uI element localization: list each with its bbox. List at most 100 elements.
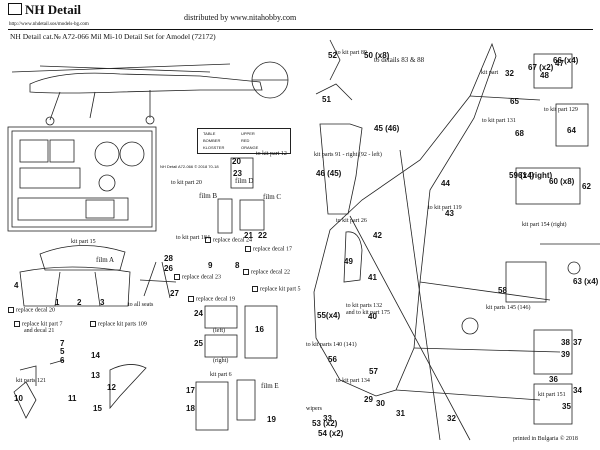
part-number: 31 bbox=[396, 409, 405, 418]
part-number: 20 bbox=[232, 157, 241, 166]
label-replace-kit-part-7: replace kit part 7 bbox=[14, 321, 62, 328]
label-to-kit-parts-132: to kit parts 132 bbox=[346, 303, 383, 309]
part-number: 61 (right) bbox=[518, 171, 553, 180]
label-to-kit-parts-140: to kit parts 140 (141) bbox=[306, 342, 357, 348]
label-replace-decal-23: replace decal 23 bbox=[174, 274, 221, 281]
part-number: 15 bbox=[93, 404, 102, 413]
part-number: 14 bbox=[91, 351, 100, 360]
part-number: 32 bbox=[447, 414, 456, 423]
label-replace-decal-19: replace decal 19 bbox=[188, 296, 235, 303]
part-number: 25 bbox=[194, 339, 203, 348]
part-number: 36 bbox=[549, 375, 558, 384]
part-number: 4 bbox=[14, 281, 19, 290]
label-to-kit-part-26: to kit part 26 bbox=[336, 218, 367, 224]
part-number: 10 bbox=[14, 394, 23, 403]
part-number: 47 bbox=[555, 59, 564, 68]
legend-item: ORANGE bbox=[241, 145, 259, 150]
part-number: 17 bbox=[186, 386, 195, 395]
label-kit-parts-91: kit parts 91 - right (92 - left) bbox=[314, 152, 382, 158]
part-number: 27 bbox=[170, 289, 179, 298]
label-to-kit-part-20: to kit part 20 bbox=[171, 180, 202, 186]
part-number: 24 bbox=[194, 309, 203, 318]
part-number: 59 (x4) bbox=[509, 171, 535, 180]
part-number: 49 bbox=[344, 257, 353, 266]
part-number: 2 bbox=[77, 298, 82, 307]
label-to-kit-part-12: to kit part 12 bbox=[256, 151, 287, 157]
part-number: 16 bbox=[255, 325, 264, 334]
label-replace-decal-20: replace decal 20 bbox=[8, 307, 55, 314]
part-number: 39 bbox=[561, 350, 570, 359]
part-number: 52 bbox=[328, 51, 337, 60]
part-number: 46 (45) bbox=[316, 169, 342, 178]
header-rule bbox=[8, 29, 593, 30]
part-number: 3 bbox=[100, 298, 105, 307]
label-kit-part-6: kit part 6 bbox=[210, 372, 232, 378]
part-number: 40 bbox=[368, 312, 377, 321]
label-film-e: film E bbox=[261, 382, 279, 390]
part-number: 9 bbox=[208, 261, 213, 270]
label-to-details: to details 83 & 88 bbox=[374, 56, 425, 64]
part-number: 48 bbox=[540, 71, 549, 80]
label-kit-part-15: kit part 15 bbox=[71, 239, 96, 245]
label-left: (left) bbox=[213, 328, 225, 334]
logo-mark-icon bbox=[8, 3, 22, 15]
part-number: 35 bbox=[562, 402, 571, 411]
label-to-kit-part-89: to kit part 89 bbox=[336, 50, 367, 56]
part-number: 57 bbox=[369, 367, 378, 376]
part-number: 65 bbox=[510, 97, 519, 106]
legend-item: BOMBER bbox=[203, 138, 221, 143]
label-right: (right) bbox=[213, 358, 229, 364]
part-number: 38 bbox=[561, 338, 570, 347]
label-to-kit-part-184: to kit part 184 bbox=[176, 235, 210, 241]
legend-item: RED bbox=[241, 138, 250, 143]
part-number: 63 (x4) bbox=[573, 277, 599, 286]
part-number: 66 (x4) bbox=[553, 56, 579, 65]
label-to-kit-part-131: to kit part 131 bbox=[482, 118, 516, 124]
part-number: 34 bbox=[573, 386, 582, 395]
label-to-kit-part-134: to kit part 134 bbox=[336, 378, 370, 384]
part-number: 64 bbox=[567, 126, 576, 135]
brand-logo: NH Detail bbox=[8, 2, 81, 18]
part-number: 13 bbox=[91, 371, 100, 380]
label-kit-parts-145: kit parts 145 (146) bbox=[486, 305, 531, 311]
part-number: 33 bbox=[323, 414, 332, 423]
label-kit-part-129: to kit part 129 bbox=[544, 107, 578, 113]
label-film-c: film C bbox=[263, 193, 282, 201]
part-number: 56 bbox=[328, 355, 337, 364]
part-number: 6 bbox=[60, 356, 65, 365]
label-and-decal-21: and decal 21 bbox=[24, 328, 55, 334]
part-number: 44 bbox=[441, 179, 450, 188]
part-number: 62 bbox=[582, 182, 591, 191]
part-number: 50 (x8) bbox=[364, 51, 390, 60]
label-replace-decal-17: replace decal 17 bbox=[245, 246, 292, 253]
legend-item: TABLE bbox=[203, 131, 216, 136]
part-number: 18 bbox=[186, 404, 195, 413]
part-number: 21 bbox=[244, 231, 253, 240]
label-film-d: film D bbox=[235, 177, 254, 185]
part-number: 43 bbox=[445, 209, 454, 218]
part-number: 42 bbox=[373, 231, 382, 240]
fret-caption: NH Detail A72-066 © 2018 70-18 bbox=[160, 164, 219, 169]
part-number: 19 bbox=[267, 415, 276, 424]
part-number: 45 (46) bbox=[374, 124, 400, 133]
part-number: 54 (x2) bbox=[318, 429, 344, 438]
fret-legend bbox=[197, 128, 291, 154]
part-number: 53 (x2) bbox=[312, 419, 338, 428]
part-number: 67 (x2) bbox=[528, 63, 554, 72]
label-film-b: film B bbox=[199, 192, 218, 200]
part-number: 1 bbox=[55, 298, 60, 307]
label-kit-part: kit part bbox=[481, 70, 499, 76]
printed-notice: printed in Bulgaria © 2018 bbox=[513, 436, 578, 442]
part-number: 55(x4) bbox=[317, 311, 341, 320]
website: http://www.nhdetail.sos/models-bg.com bbox=[9, 22, 89, 27]
label-replace-decal-22: replace decal 22 bbox=[243, 269, 290, 276]
part-number: 68 bbox=[515, 129, 524, 138]
sheet-title: NH Detail cat.№ A72-066 Mil Mi-10 Detail… bbox=[10, 32, 216, 41]
part-number: 28 bbox=[164, 254, 173, 263]
part-number: 58 bbox=[498, 286, 507, 295]
part-number: 11 bbox=[68, 394, 77, 403]
part-number: 37 bbox=[573, 338, 582, 347]
part-number: 8 bbox=[235, 261, 240, 270]
